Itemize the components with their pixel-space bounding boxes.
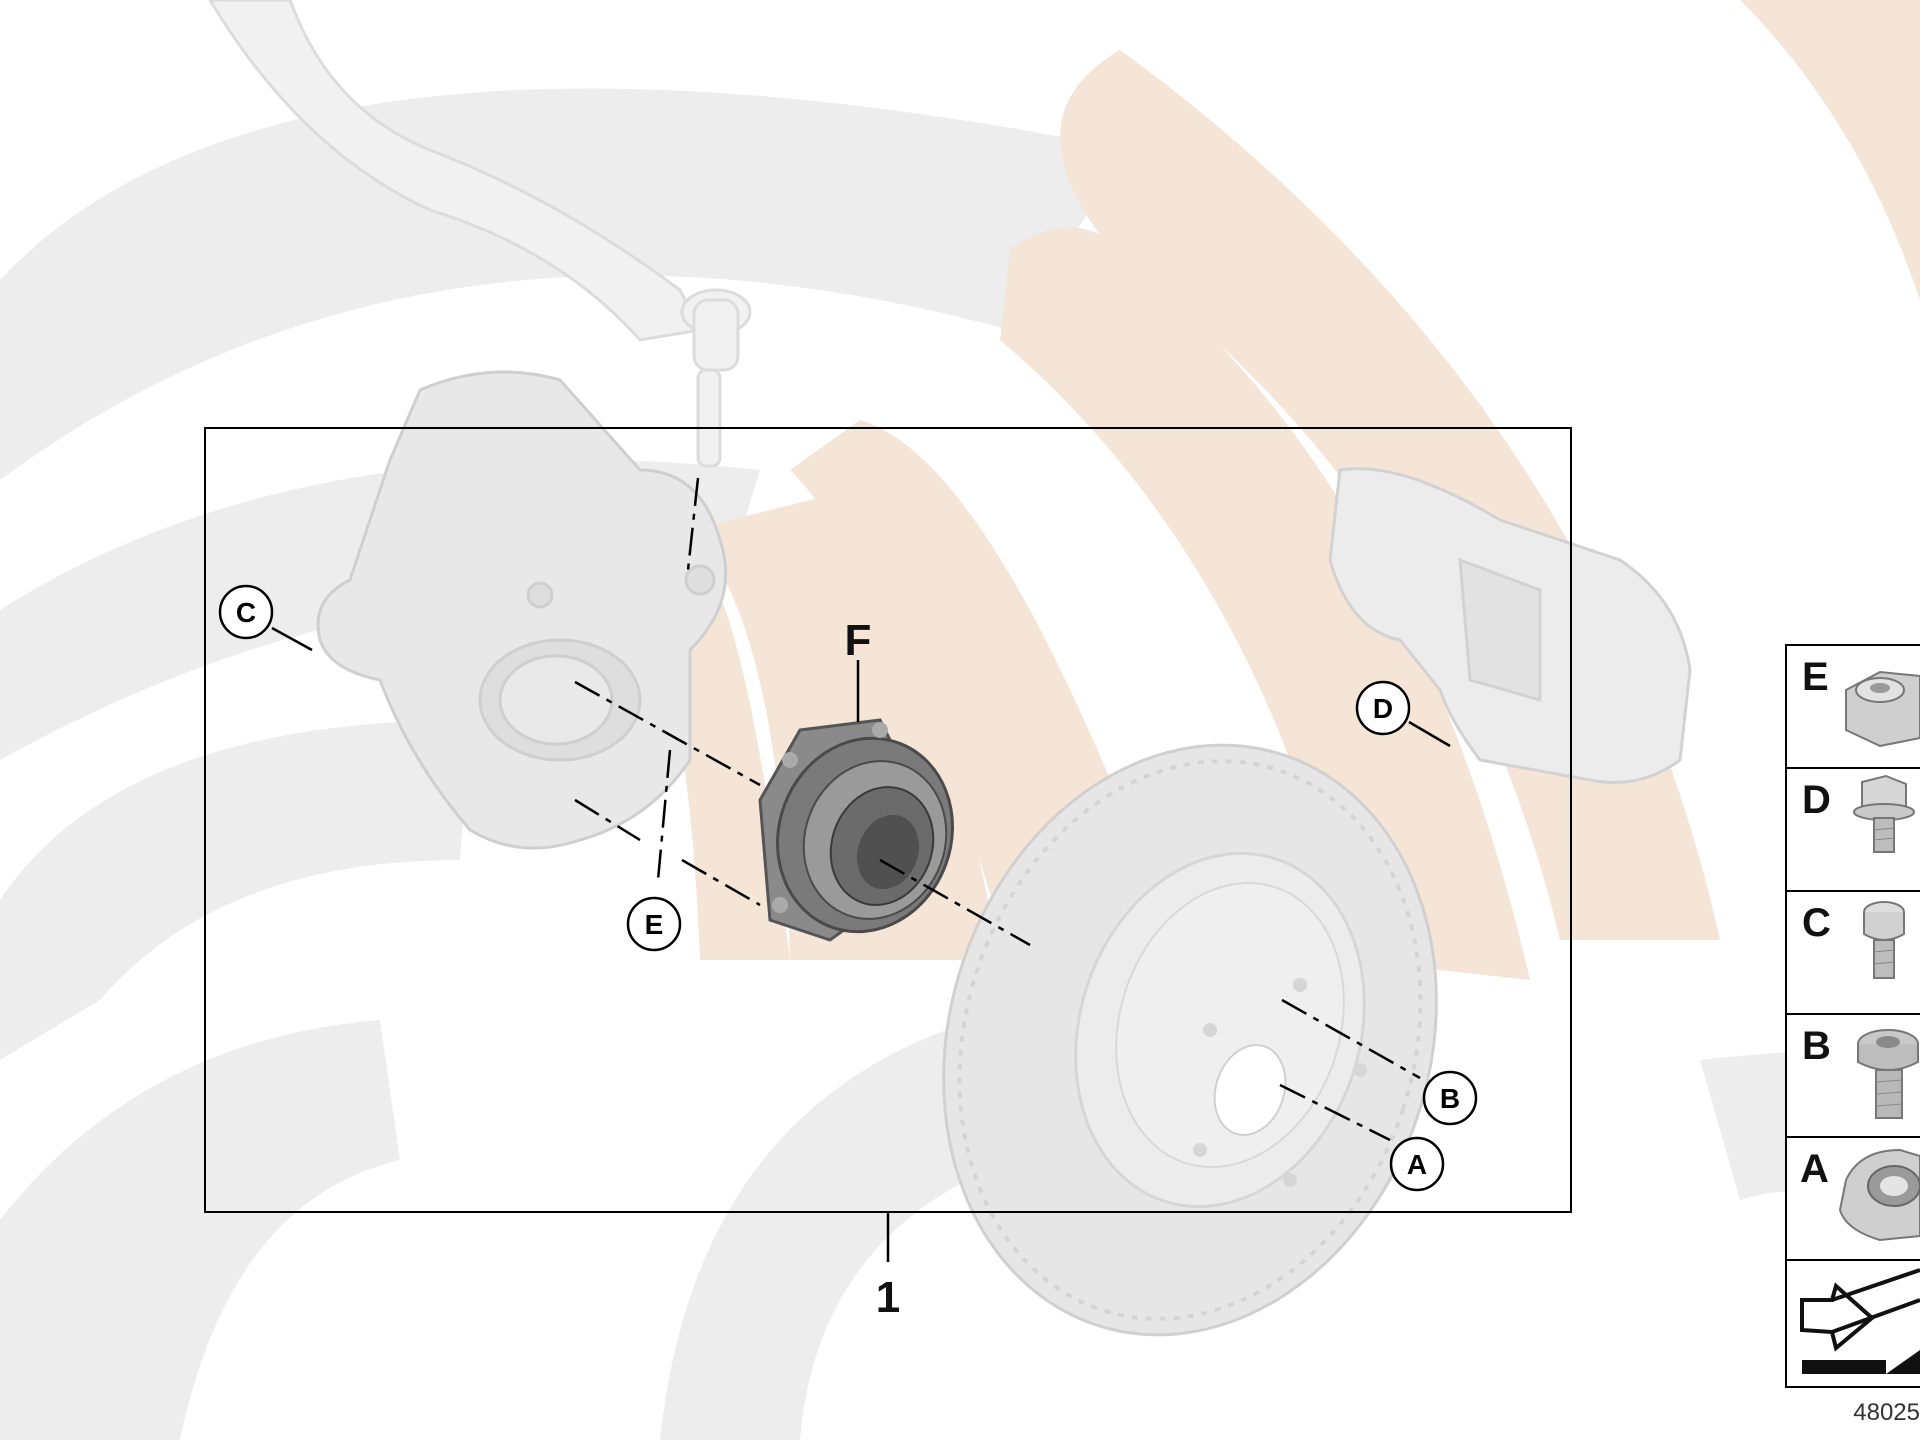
collar-nut-icon	[1838, 1148, 1920, 1242]
svg-text:C: C	[1802, 901, 1831, 945]
svg-text:E: E	[645, 909, 664, 940]
leader-lines	[271, 626, 1451, 1262]
callout-b: B	[1422, 1070, 1478, 1126]
svg-text:D: D	[1802, 778, 1831, 822]
legend-row-a: A	[1800, 1147, 1920, 1242]
brake-caliper	[1328, 467, 1692, 784]
hub-label-f: F	[845, 616, 872, 665]
svg-text:A: A	[1800, 1147, 1829, 1191]
replace-arrow-icon	[1800, 1268, 1920, 1374]
flange-nut-icon	[1845, 670, 1920, 748]
callout-e: E	[626, 896, 682, 952]
svg-text:E: E	[1802, 655, 1829, 699]
callout-d: D	[1355, 680, 1411, 736]
svg-text:B: B	[1802, 1024, 1831, 1068]
callout-c: C	[218, 584, 274, 640]
legend-row-b: B	[1802, 1024, 1919, 1119]
control-arm	[208, 0, 752, 468]
svg-text:C: C	[236, 597, 256, 628]
legend-row-d: D	[1802, 774, 1915, 853]
svg-text:D: D	[1373, 693, 1393, 724]
svg-text:A: A	[1407, 1149, 1427, 1180]
svg-text:B: B	[1440, 1083, 1460, 1114]
wheel-hub-bearing	[758, 718, 954, 942]
legend-panel: E D C	[1785, 644, 1920, 1388]
flange-bolt-icon	[1853, 774, 1915, 853]
torx-bolt-icon	[1863, 901, 1905, 979]
callout-a: A	[1389, 1136, 1445, 1192]
hex-socket-bolt-icon	[1857, 1029, 1919, 1119]
legend-row-e: E	[1802, 655, 1920, 748]
legend-row-c: C	[1802, 901, 1905, 979]
assembly-lines	[574, 477, 1421, 1142]
figure-id: 48025	[1853, 1399, 1920, 1426]
assembly-number: 1	[876, 1273, 900, 1322]
wheel-carrier	[316, 370, 728, 850]
brake-disc	[942, 743, 1438, 1337]
